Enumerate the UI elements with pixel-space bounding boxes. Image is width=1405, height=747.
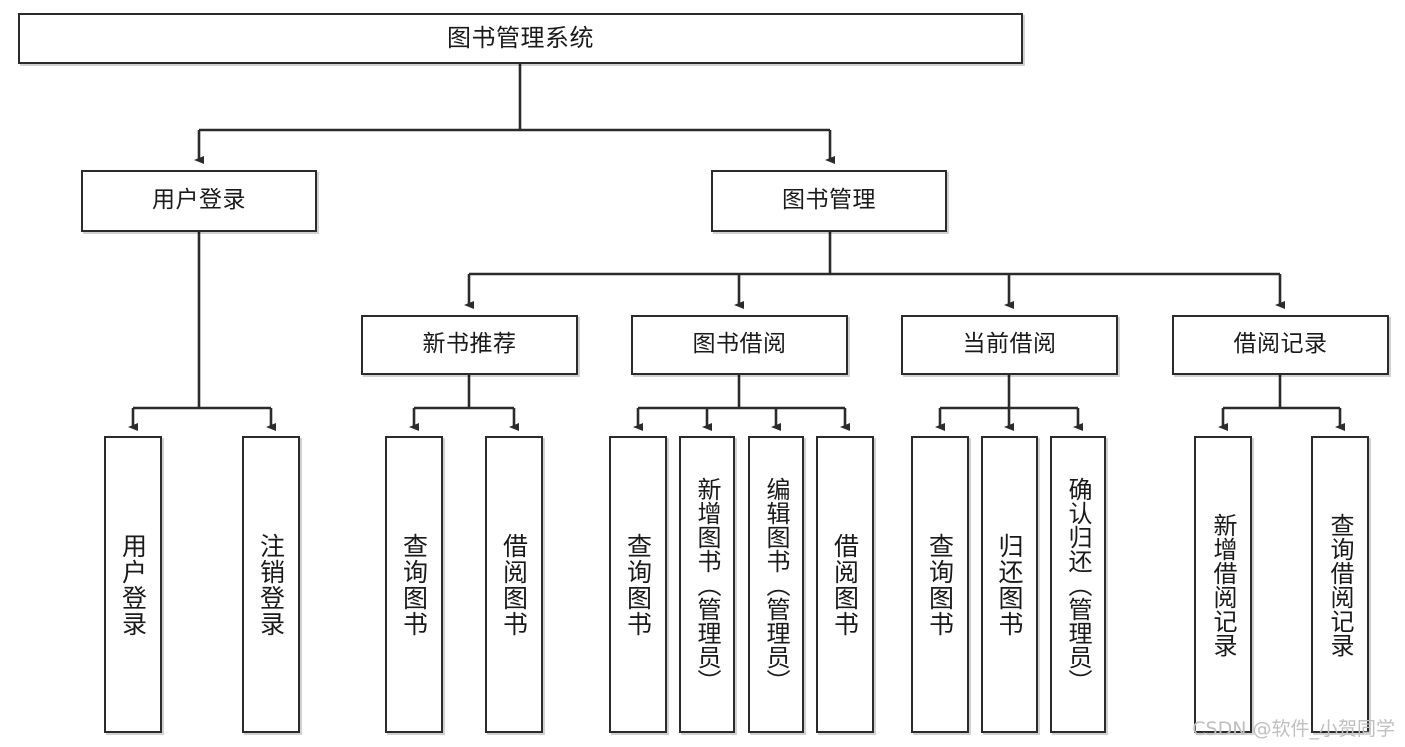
node-borrow-record[interactable]: 借阅记录 xyxy=(1172,315,1389,375)
leaf-borrow-book[interactable]: 借阅图书 xyxy=(816,436,874,733)
node-label: 图书管理系统 xyxy=(447,24,594,53)
leaf-logout[interactable]: 注销登录 xyxy=(242,436,300,733)
node-label: 借阅记录 xyxy=(1233,331,1328,358)
node-label: 新增借阅记录 xyxy=(1209,512,1237,657)
node-label: 注销登录 xyxy=(256,532,286,637)
leaf-query-book-new[interactable]: 查询图书 xyxy=(385,436,443,733)
node-label: 用户登录 xyxy=(152,187,246,214)
watermark: CSDN @软件_小贺同学 xyxy=(1192,718,1395,740)
node-book-management[interactable]: 图书管理 xyxy=(711,170,947,232)
leaf-user-login[interactable]: 用户登录 xyxy=(104,436,162,733)
leaf-edit-book-admin[interactable]: 编辑图书（管理员） xyxy=(748,436,804,733)
node-label: 当前借阅 xyxy=(962,331,1057,358)
node-label: 查询图书 xyxy=(623,532,653,637)
node-label: 图书借阅 xyxy=(692,331,787,358)
leaf-add-book-admin[interactable]: 新增图书（管理员） xyxy=(679,436,735,733)
node-label: 查询借阅记录 xyxy=(1326,512,1354,657)
node-label: 借阅图书 xyxy=(499,532,529,637)
node-book-borrow[interactable]: 图书借阅 xyxy=(631,315,848,375)
node-user-login[interactable]: 用户登录 xyxy=(81,170,317,232)
node-new-book-recommend[interactable]: 新书推荐 xyxy=(361,315,578,375)
node-label: 查询图书 xyxy=(925,532,955,637)
node-label: 用户登录 xyxy=(118,532,148,637)
leaf-query-book-borrow[interactable]: 查询图书 xyxy=(609,436,667,733)
leaf-return-book[interactable]: 归还图书 xyxy=(981,436,1038,733)
node-label: 查询图书 xyxy=(399,532,429,637)
leaf-query-borrow-record[interactable]: 查询借阅记录 xyxy=(1311,436,1369,733)
leaf-add-borrow-record[interactable]: 新增借阅记录 xyxy=(1194,436,1252,733)
node-label: 新书推荐 xyxy=(422,331,517,358)
leaf-query-book-current[interactable]: 查询图书 xyxy=(911,436,969,733)
node-label: 确认归还（管理员） xyxy=(1064,476,1092,693)
node-label: 图书管理 xyxy=(782,187,876,214)
node-root-system[interactable]: 图书管理系统 xyxy=(18,13,1023,64)
node-current-borrow[interactable]: 当前借阅 xyxy=(901,315,1118,375)
node-label: 编辑图书（管理员） xyxy=(762,476,790,693)
node-label: 新增图书（管理员） xyxy=(693,476,721,693)
node-label: 借阅图书 xyxy=(830,532,860,637)
leaf-borrow-book-new[interactable]: 借阅图书 xyxy=(485,436,543,733)
node-label: 归还图书 xyxy=(995,532,1024,637)
leaf-confirm-return-admin[interactable]: 确认归还（管理员） xyxy=(1050,436,1106,733)
